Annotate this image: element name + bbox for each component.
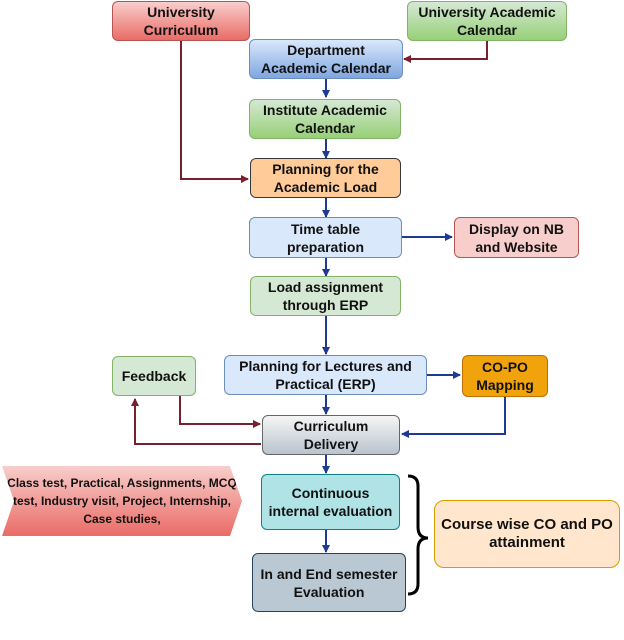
end-semester-eval-label: In and End semester Evaluation (260, 565, 398, 600)
feedback-label: Feedback (121, 368, 187, 384)
department-calendar-label: Department Academic Calendar (261, 42, 391, 76)
planning-load-label: Planning for the Academic Load (272, 161, 379, 195)
arrow-delivery-to-feedback (131, 398, 261, 445)
course-attainment-box: Course wise CO and PO attainment (434, 500, 620, 568)
timetable-box: Time table preparation (249, 217, 402, 258)
institute-calendar-box: Institute Academic Calendar (249, 99, 401, 139)
feedback-box: Feedback (112, 356, 196, 396)
activities-label: Class test, Practical, Assignments, MCQ … (7, 476, 237, 526)
display-nb-box: Display on NB and Website (454, 217, 579, 258)
copo-mapping-label: CO-PO Mapping (476, 359, 534, 393)
course-attainment-label: Course wise CO and PO attainment (441, 516, 613, 551)
arrow-university-curriculum-to-planning-load (180, 41, 249, 183)
load-assignment-label: Load assignment through ERP (267, 279, 384, 313)
continuous-eval-box: Continuous internal evaluation (261, 474, 400, 530)
copo-mapping-box: CO-PO Mapping (462, 355, 548, 397)
planning-lectures-label: Planning for Lectures and Practical (ERP… (239, 358, 412, 392)
end-semester-eval-box: In and End semester Evaluation (252, 553, 406, 612)
continuous-eval-label: Continuous internal evaluation (268, 485, 393, 519)
evaluation-group-brace (407, 474, 429, 596)
university-calendar-label: University Academic Calendar (418, 4, 556, 38)
university-calendar-box: University Academic Calendar (407, 1, 567, 41)
planning-load-box: Planning for the Academic Load (250, 158, 401, 198)
timetable-label: Time table preparation (286, 220, 364, 255)
university-curriculum-box: University Curriculum (112, 1, 250, 41)
arrow-university-calendar-to-department (403, 41, 488, 63)
display-nb-label: Display on NB and Website (469, 220, 564, 255)
activities-banner: Class test, Practical, Assignments, MCQ … (2, 466, 242, 536)
planning-lectures-box: Planning for Lectures and Practical (ERP… (224, 355, 427, 395)
curriculum-delivery-box: Curriculum Delivery (262, 415, 400, 455)
university-curriculum-label: University Curriculum (143, 4, 219, 38)
arrow-feedback-to-delivery (179, 396, 261, 428)
department-calendar-box: Department Academic Calendar (249, 39, 403, 79)
load-assignment-box: Load assignment through ERP (250, 276, 401, 316)
institute-calendar-label: Institute Academic Calendar (263, 102, 387, 136)
arrow-copo-to-delivery (401, 397, 506, 438)
curriculum-delivery-label: Curriculum Delivery (293, 418, 369, 452)
